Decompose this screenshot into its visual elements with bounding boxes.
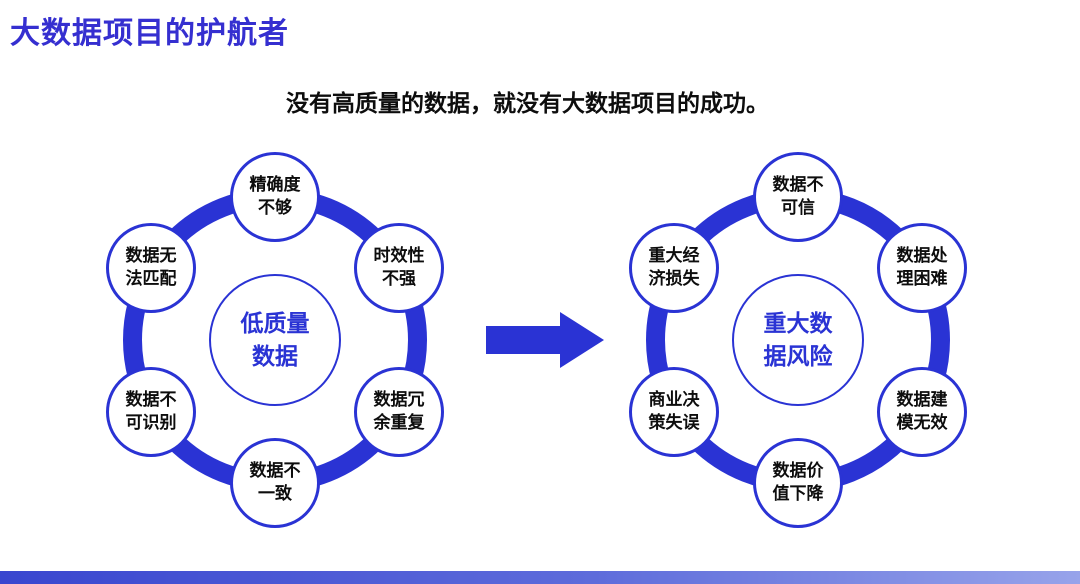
satellite-modeling-ineffective: 数据建 模无效 — [877, 367, 967, 457]
satellite-accuracy-insufficient: 精确度 不够 — [230, 152, 320, 242]
satellite-processing-difficulty: 数据处 理困难 — [877, 223, 967, 313]
footer-gradient-bar — [0, 571, 1080, 584]
arrow-body — [486, 326, 560, 354]
subtitle: 没有高质量的数据，就没有大数据项目的成功。 — [286, 90, 769, 116]
satellite-major-economic-loss: 重大经 济损失 — [629, 223, 719, 313]
satellite-timeliness-weak: 时效性 不强 — [354, 223, 444, 313]
arrow-head — [560, 312, 604, 368]
page-title: 大数据项目的护航者 — [10, 17, 289, 50]
hub-center-low-quality-data: 低质量 数据 — [209, 274, 341, 406]
satellite-data-untrustworthy: 数据不 可信 — [753, 152, 843, 242]
satellite-data-unidentifiable: 数据不 可识别 — [106, 367, 196, 457]
satellite-data-redundancy: 数据冗 余重复 — [354, 367, 444, 457]
satellite-data-inconsistent: 数据不 一致 — [230, 438, 320, 528]
satellite-data-unmatchable: 数据无 法匹配 — [106, 223, 196, 313]
satellite-business-decision-errors: 商业决 策失误 — [629, 367, 719, 457]
hub-center-major-data-risk: 重大数 据风险 — [732, 274, 864, 406]
satellite-value-decline: 数据价 值下降 — [753, 438, 843, 528]
